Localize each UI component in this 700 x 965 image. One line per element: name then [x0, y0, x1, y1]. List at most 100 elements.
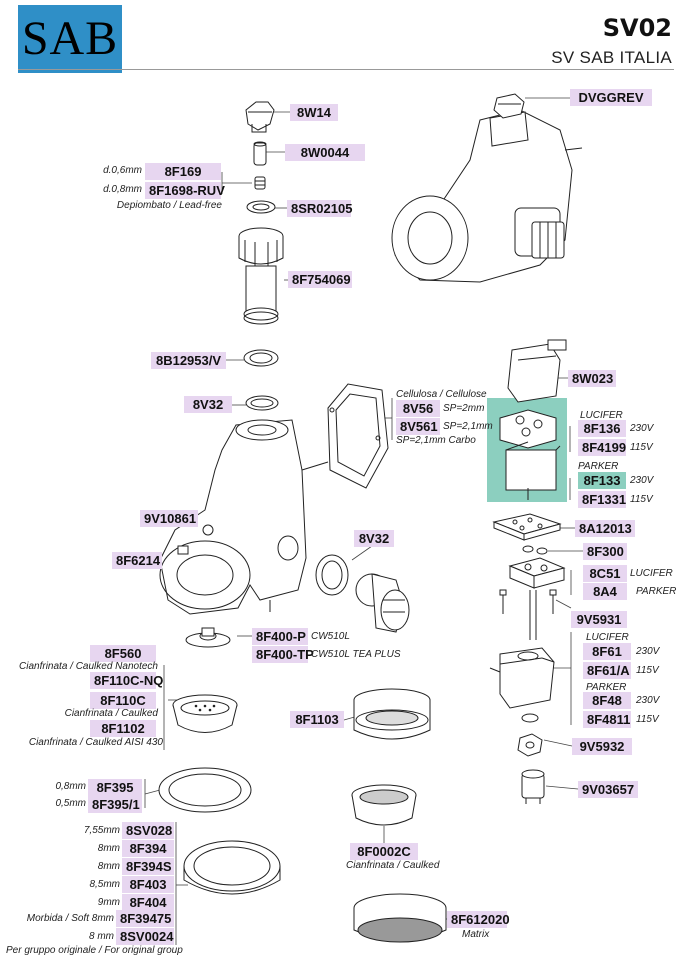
note-8f3951: 0,5mm — [55, 798, 86, 809]
part-code-8c51: 8C51 — [583, 565, 627, 582]
part-code-8f395-1: 8F395/1 — [88, 796, 142, 813]
block-8c51-drawing — [508, 557, 566, 640]
note-8f400-tp: CW510L TEA PLUS — [311, 649, 401, 660]
logo-text: SAB — [21, 12, 119, 65]
note-8a4: PARKER — [636, 586, 677, 597]
note-cellulose: Cellulosa / Cellulose — [396, 389, 487, 400]
note-8f395: 0,8mm — [55, 781, 86, 792]
voltage-8f4199: 115V — [630, 442, 653, 453]
gaskets-8f394-drawing — [183, 840, 281, 895]
shower-8f1103-drawing — [353, 688, 431, 740]
part-code-8f394s: 8F394S — [122, 858, 174, 875]
part-code-8sv028: 8SV028 — [122, 822, 174, 839]
filter-8f612020-drawing — [353, 893, 447, 943]
note-original-group: Per gruppo originale / For original grou… — [6, 945, 183, 956]
part-code-8f6214: 8F6214 — [112, 552, 162, 569]
note-8f169: d.0,6mm — [103, 165, 142, 176]
note-8f400-p: CW510L — [311, 631, 350, 642]
part-code-8f612020: 8F612020 — [447, 911, 510, 928]
part-code-8f169: 8F169 — [145, 163, 221, 180]
part-code-8f4811: 8F4811 — [583, 711, 631, 728]
note-8sv0024: 8 mm — [89, 931, 114, 942]
voltage-8f48: 230V — [636, 695, 660, 706]
page-subtitle: SV SAB ITALIA — [551, 48, 672, 67]
part-code-8f404: 8F404 — [122, 894, 174, 911]
filter-8f560-drawing — [172, 694, 238, 733]
part-code-9v5931: 9V5931 — [571, 611, 627, 628]
label-lucifer-2: LUCIFER — [586, 632, 629, 643]
note-8f394s: 8mm — [97, 861, 120, 872]
gasket-8v32b-drawing — [315, 554, 349, 596]
brand-logo: SAB — [18, 5, 122, 73]
part-code-9v10861: 9V10861 — [140, 510, 198, 527]
part-code-9v03657: 9V03657 — [578, 781, 638, 798]
voltage-8f1331: 115V — [630, 494, 653, 505]
screws-9v5931-drawing — [499, 589, 557, 614]
orings-8f300-drawing — [522, 545, 548, 555]
header-divider — [18, 69, 674, 70]
label-parker-1: PARKER — [578, 461, 619, 472]
plate-8a12013-drawing — [492, 513, 562, 541]
part-code-8f110c-nq: 8F110C-NQ — [90, 672, 163, 689]
part-code-8v56: 8V56 — [396, 400, 440, 417]
voltage-8f61: 230V — [636, 646, 660, 657]
part-code-8f400-tp: 8F400-TP — [252, 646, 314, 663]
note-8f110c: Cianfrinata / Caulked — [64, 708, 158, 719]
part-code-8a12013: 8A12013 — [575, 520, 635, 537]
note-8f612020: Matrix — [462, 929, 490, 940]
part-code-8f61: 8F61 — [583, 643, 631, 660]
note-8f1698: d.0,8mm — [103, 184, 142, 195]
connector-8w023-drawing — [507, 339, 567, 403]
part-code-8f39475: 8F39475 — [116, 910, 174, 927]
voltage-8f133: 230V — [630, 475, 654, 486]
note-8f1102: Cianfrinata / Caulked AISI 430 — [28, 737, 163, 748]
part-code-8f0002c: 8F0002C — [350, 843, 418, 860]
part-code-8f403: 8F403 — [122, 876, 174, 893]
note-8v561: SP=2,1mm — [443, 421, 493, 432]
note-8f0002c: Cianfrinata / Caulked — [346, 860, 440, 871]
group-body-drawing — [159, 419, 329, 615]
part-code-8f400-p: 8F400-P — [252, 628, 308, 645]
valve-8f754069-drawing — [238, 227, 284, 325]
ring-8sr02105-drawing — [246, 200, 276, 214]
part-code-8b12953: 8B12953/V — [151, 352, 226, 369]
part-code-8v32-b: 8V32 — [354, 530, 394, 547]
part-code-8f48: 8F48 — [583, 692, 631, 709]
part-code-8f1103: 8F1103 — [290, 711, 344, 728]
part-code-8f110c: 8F110C — [90, 692, 156, 709]
voltage-8f61a: 115V — [636, 665, 659, 676]
note-8f403: 8,5mm — [89, 879, 120, 890]
voltage-8f136: 230V — [630, 423, 654, 434]
filter-8f0002c-drawing — [351, 784, 417, 826]
group-head-dvggrev-drawing — [391, 93, 583, 283]
plate-8v56-drawing — [327, 383, 389, 489]
gasket-8f395-drawing — [158, 767, 252, 813]
part-code-8f1698-ruv: 8F1698-RUV — [145, 182, 225, 199]
note-8sv028: 7,55mm — [83, 825, 120, 836]
label-parker-2: PARKER — [586, 682, 627, 693]
part-code-8f4199: 8F4199 — [578, 439, 626, 456]
part-code-8f133: 8F133 — [578, 472, 626, 489]
part-code-8f1102: 8F1102 — [90, 720, 156, 737]
note-lead-free: Depiombato / Lead-free — [116, 200, 222, 211]
part-code-8f394: 8F394 — [122, 840, 174, 857]
nut-9v5932-drawing — [517, 713, 543, 757]
part-code-8f754069: 8F754069 — [288, 271, 352, 288]
coil-8f61-drawing — [489, 647, 555, 709]
voltage-8f4811: 115V — [636, 714, 659, 725]
part-code-dvggrev: DVGGREV — [570, 89, 652, 106]
note-8f39475: Morbida / Soft 8mm — [26, 913, 114, 924]
part-code-8w023: 8W023 — [568, 370, 616, 387]
nut-8w14-drawing — [245, 101, 275, 133]
part-code-8f560: 8F560 — [90, 645, 156, 662]
gasket-8b12953-drawing — [243, 349, 279, 367]
part-code-8v561: 8V561 — [396, 418, 440, 435]
part-code-8w0044: 8W0044 — [285, 144, 365, 161]
note-8v56: SP=2mm — [443, 403, 485, 414]
part-code-9v5932: 9V5932 — [572, 738, 632, 755]
page-title: SV02 — [602, 14, 672, 42]
jet-8f169-drawing — [254, 176, 266, 190]
note-8c51: LUCIFER — [630, 568, 673, 579]
part-code-8sv0024: 8SV0024 — [116, 928, 174, 945]
note-8f560: Cianfrinata / Caulked Nanotech — [19, 661, 158, 672]
